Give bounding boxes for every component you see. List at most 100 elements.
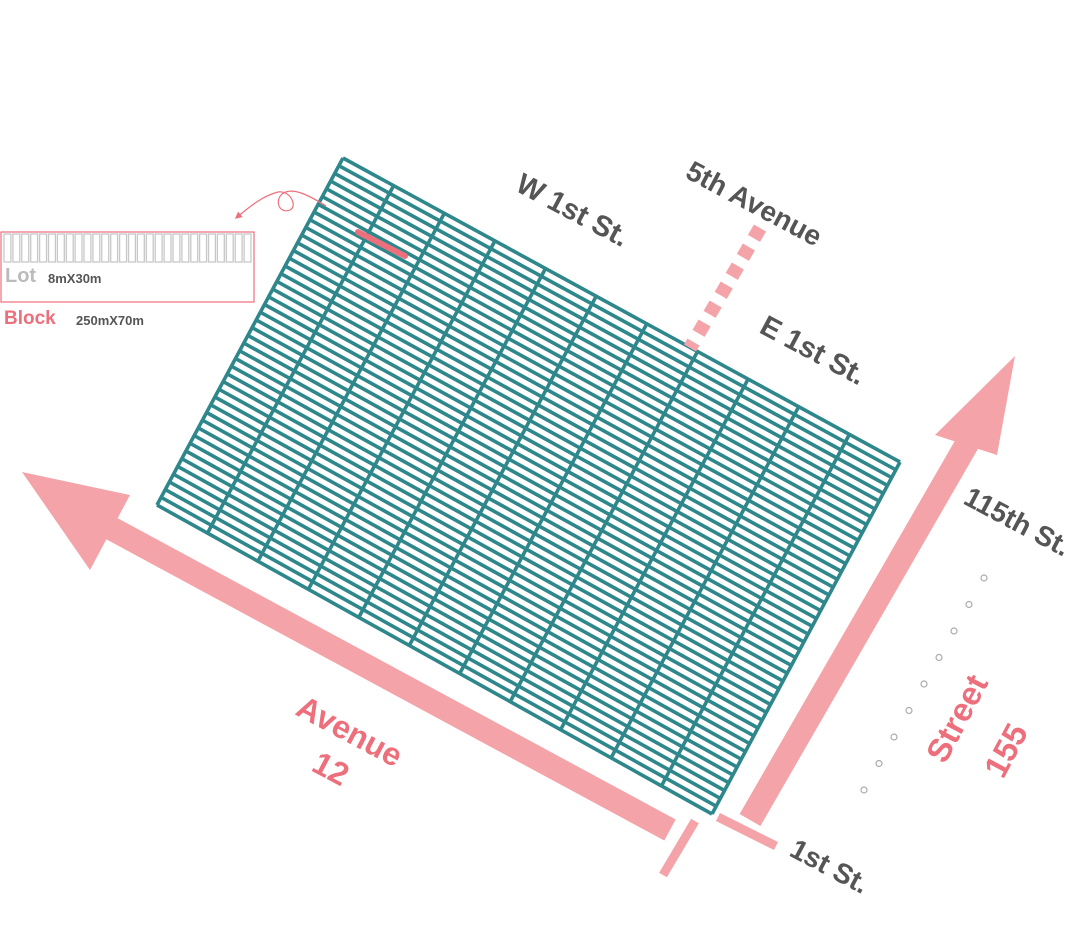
grid-street-line bbox=[189, 441, 747, 753]
grid-street-line bbox=[284, 264, 843, 574]
grid-street-line bbox=[193, 434, 751, 746]
grid-street-line bbox=[267, 295, 826, 605]
grid-street-line bbox=[288, 256, 847, 566]
grid-street-line bbox=[338, 164, 897, 472]
lot-legend: Lot 8mX30m Block 250mX70m bbox=[0, 231, 255, 329]
label-avenue-number: 12 bbox=[307, 744, 355, 792]
lot-strips bbox=[3, 233, 252, 263]
path-dot bbox=[860, 786, 868, 794]
grid-avenue-line bbox=[609, 405, 801, 759]
lot-strip bbox=[56, 233, 65, 263]
lot-strip bbox=[47, 233, 57, 263]
lot-legend-box bbox=[0, 231, 255, 303]
lot-strip bbox=[30, 233, 39, 263]
grid-street-line bbox=[176, 464, 734, 777]
grid-street-line bbox=[201, 418, 759, 730]
fifth-avenue-dashes bbox=[683, 224, 767, 352]
path-dot bbox=[965, 600, 973, 609]
lot-strip bbox=[21, 233, 30, 263]
block-size: 250mX70m bbox=[76, 313, 144, 328]
grid-avenue-line bbox=[357, 267, 548, 619]
grid-avenue-line bbox=[659, 433, 851, 787]
grid-avenue-line bbox=[205, 184, 396, 534]
lot-strip bbox=[118, 233, 128, 263]
grid-street-line bbox=[263, 302, 822, 613]
grid-avenue-line bbox=[559, 378, 750, 731]
arrow-right-up-icon bbox=[715, 356, 1015, 851]
grid-avenue-line bbox=[710, 461, 902, 815]
grid-street-line bbox=[280, 272, 839, 581]
label-street-number: 155 bbox=[977, 717, 1036, 783]
grid-street-line bbox=[325, 187, 885, 495]
grid-street-line bbox=[255, 318, 814, 628]
grid-street-line bbox=[172, 472, 730, 785]
grid-street-line bbox=[238, 349, 797, 660]
lot-strip bbox=[110, 233, 119, 263]
grid-street-line bbox=[251, 326, 809, 636]
lot-strip bbox=[65, 233, 74, 263]
lot-size: 8mX30m bbox=[48, 271, 101, 286]
grid-avenue-line bbox=[306, 240, 497, 591]
grid-street-line bbox=[242, 341, 801, 652]
lot-strip bbox=[234, 233, 243, 263]
grid-street-line bbox=[180, 457, 738, 769]
path-dot bbox=[875, 759, 883, 768]
grid-street-line bbox=[309, 218, 868, 527]
path-dot bbox=[920, 680, 928, 688]
lot-strip bbox=[225, 233, 234, 263]
grid-street-line bbox=[329, 179, 889, 488]
label-e-1st-st: E 1st St. bbox=[755, 310, 871, 392]
grid-avenue-line bbox=[256, 212, 446, 563]
block-label: Block bbox=[4, 308, 56, 329]
grid-street-line bbox=[234, 356, 793, 667]
grid-street-line bbox=[185, 449, 743, 761]
grid-street-line bbox=[209, 403, 768, 714]
grid-avenue-line bbox=[155, 157, 345, 506]
path-dot bbox=[980, 574, 988, 582]
grid-street-line bbox=[292, 248, 851, 558]
lot-strip bbox=[74, 233, 83, 263]
lot-strip bbox=[92, 233, 101, 263]
lot-label: Lot bbox=[5, 265, 36, 287]
grid-street-line bbox=[321, 195, 880, 503]
grid-street-line bbox=[296, 241, 855, 550]
grid-street-line bbox=[259, 310, 818, 620]
lot-strip bbox=[12, 233, 21, 263]
grid-street-line bbox=[168, 480, 726, 793]
label-115th-st: 115th St. bbox=[959, 481, 1075, 562]
street-grid bbox=[155, 156, 902, 816]
grid-street-line bbox=[313, 210, 872, 519]
label-1st-st: 1st St. bbox=[785, 833, 874, 900]
grid-street-line bbox=[304, 225, 864, 534]
lot-strip bbox=[243, 233, 252, 263]
grid-street-line bbox=[222, 380, 780, 691]
label-w-1st-st: W 1st St. bbox=[511, 168, 634, 254]
grid-street-line bbox=[214, 395, 772, 707]
grid-street-line bbox=[197, 426, 755, 738]
dotted-path bbox=[860, 574, 988, 794]
path-dot bbox=[935, 653, 943, 662]
lot-strip bbox=[3, 233, 12, 263]
grid-street-line bbox=[160, 495, 718, 808]
lot-strip bbox=[101, 233, 110, 263]
grid-street-line bbox=[333, 171, 893, 480]
lot-strip bbox=[172, 233, 181, 263]
grid-avenue-line bbox=[407, 295, 598, 647]
grid-street-line bbox=[317, 202, 876, 511]
lot-strip bbox=[127, 233, 137, 263]
path-dot bbox=[905, 706, 913, 715]
highlighted-lot bbox=[355, 229, 408, 259]
lot-strip bbox=[190, 233, 199, 263]
curly-arrow-icon bbox=[234, 190, 327, 219]
grid-street-line bbox=[271, 287, 830, 597]
path-dot bbox=[890, 733, 898, 741]
lot-strip bbox=[198, 233, 208, 263]
grid-street-line bbox=[276, 279, 835, 589]
grid-street-line bbox=[226, 372, 784, 683]
grid-street-line bbox=[247, 333, 805, 644]
grid-avenue-line bbox=[458, 322, 649, 675]
lot-strip bbox=[145, 233, 154, 263]
lot-strip bbox=[216, 233, 225, 263]
grid-street-line bbox=[164, 488, 722, 800]
